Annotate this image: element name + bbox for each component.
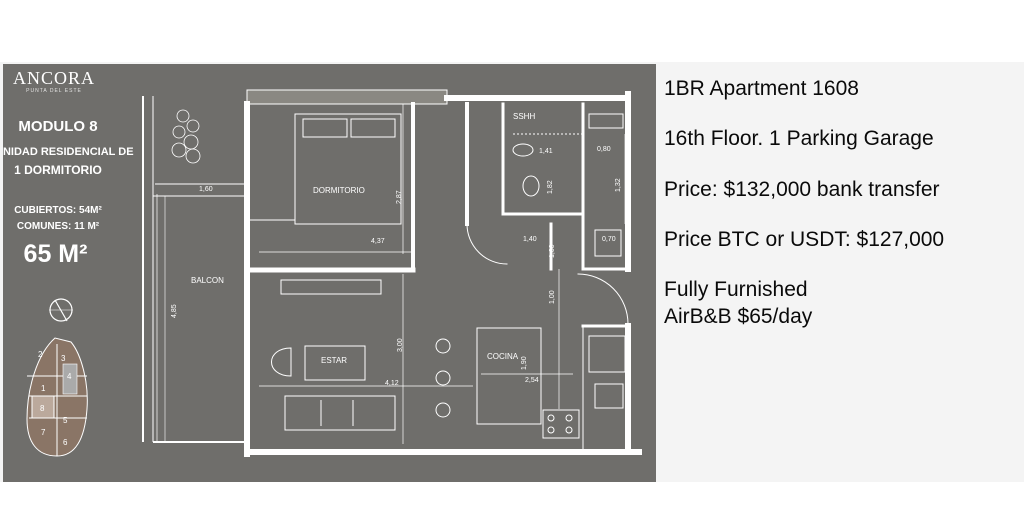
dimension-lines (156, 104, 626, 444)
dimension-label: 1,32 (615, 178, 622, 192)
floor-plan-image: ANCORA PUNTA DEL ESTE MODULO 8 UNIDAD RE… (3, 64, 656, 482)
unit-number: 4 (67, 372, 72, 381)
unit-number: 5 (63, 416, 68, 425)
dimension-label: 4,12 (385, 380, 399, 387)
living-furniture (271, 279, 396, 431)
dimension-label: 0,80 (597, 146, 611, 153)
dimension-label: 1,90 (521, 356, 528, 370)
dimension-label: 1,41 (539, 148, 553, 155)
building-key-plan (26, 337, 88, 457)
listing-furnished: Fully Furnished (664, 278, 808, 301)
module-title: MODULO 8 (18, 118, 98, 135)
bed (247, 113, 402, 225)
bedroom-count-label: 1 DORMITORIO (14, 163, 102, 177)
kitchen-fixtures (435, 327, 626, 439)
room-label-estar: ESTAR (321, 356, 348, 365)
dimension-label: 1,00 (549, 290, 556, 304)
room-label-balcon: BALCON (191, 276, 224, 285)
unit-type-label: UNIDAD RESIDENCIAL DE (3, 146, 134, 158)
dimension-label: 1,82 (547, 180, 554, 194)
dimension-label: 0,70 (602, 236, 616, 243)
room-label-cocina: COCINA (487, 352, 519, 361)
bottom-margin (0, 482, 1024, 529)
dimension-label: 1,60 (199, 186, 213, 193)
listing-title: 1BR Apartment 1608 (664, 77, 859, 100)
unit-number: 3 (61, 354, 66, 363)
unit-number: 1 (41, 384, 46, 393)
top-margin (0, 0, 1024, 62)
brand-logo: ANCORA (12, 68, 95, 88)
dimension-label: 1,40 (523, 236, 537, 243)
balcony-area (142, 96, 247, 443)
common-area-label: COMUNES: 11 M² (16, 221, 100, 232)
listing-floor: 16th Floor. 1 Parking Garage (664, 127, 934, 150)
covered-area-label: CUBIERTOS: 54M² (14, 205, 102, 216)
bathroom-fixtures (512, 113, 624, 257)
room-label-dormitorio: DORMITORIO (313, 186, 365, 195)
unit-number: 8 (40, 404, 45, 413)
listing-price-crypto: Price BTC or USDT: $127,000 (664, 228, 945, 251)
brand-subtitle: PUNTA DEL ESTE (26, 88, 82, 94)
dimension-label: 3,00 (397, 338, 404, 352)
dimension-label: 2,54 (525, 377, 539, 384)
total-area-label: 65 M² (23, 240, 88, 268)
dimension-label: 4,37 (371, 238, 385, 245)
walls (244, 89, 642, 457)
listing-price: Price: $132,000 bank transfer (664, 178, 940, 201)
unit-number: 6 (63, 438, 68, 447)
floor-plan-drawing (26, 89, 642, 457)
listing-airbnb: AirB&B $65/day (664, 305, 813, 328)
room-label-sshh: SSHH (513, 112, 536, 121)
dimension-label: 1,00 (549, 244, 556, 258)
unit-number: 2 (38, 350, 43, 359)
compass-icon (49, 298, 73, 322)
dimension-label: 4,85 (171, 304, 178, 318)
dimension-label: 2,87 (396, 190, 403, 204)
unit-number: 7 (41, 428, 46, 437)
